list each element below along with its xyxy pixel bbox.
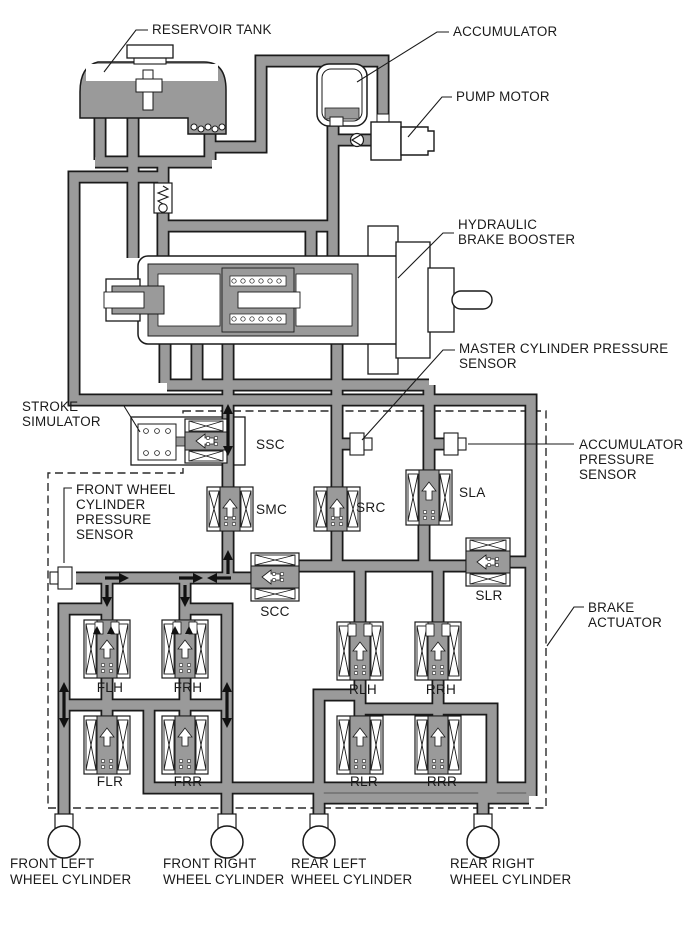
booster-spring-icon (231, 278, 282, 322)
label-reservoir-tank: RESERVOIR TANK (152, 22, 272, 37)
label-valve-flh: FLH (97, 680, 124, 695)
label-valve-rlh: RLH (349, 682, 377, 697)
label-valve-sla: SLA (459, 485, 486, 500)
label-wheel-fr-1: FRONT RIGHT (163, 856, 256, 871)
relief-valve (153, 182, 173, 214)
label-accumulator: ACCUMULATOR (453, 24, 558, 39)
label-valve-rrr: RRR (427, 774, 457, 789)
valve-slr (465, 537, 511, 587)
label-wheel-fr-2: WHEEL CYLINDER (163, 872, 284, 887)
leader-lines (63, 29, 584, 647)
accumulator-pressure-sensor (443, 432, 467, 456)
wheel-cylinder-rear-right (466, 813, 500, 859)
flow-arrow-icon (93, 626, 115, 634)
brake-actuator-boundary (47, 410, 547, 809)
label-pump-motor: PUMP MOTOR (456, 89, 550, 104)
label-wheel-fl-2: WHEEL CYLINDER (10, 872, 131, 887)
label-wheel-rl-2: WHEEL CYLINDER (291, 872, 412, 887)
flow-arrow-icon (179, 573, 203, 583)
flow-arrow-icon (102, 585, 112, 607)
valve-flr (83, 715, 131, 775)
flow-arrow-icon (59, 682, 69, 728)
label-stroke-sim-2: SIMULATOR (22, 414, 101, 429)
label-valve-smc: SMC (256, 502, 287, 517)
valve-frr (161, 715, 209, 775)
label-mc-sensor-2: SENSOR (459, 356, 517, 371)
label-mc-sensor-1: MASTER CYLINDER PRESSURE (459, 341, 668, 356)
check-valve (349, 132, 365, 148)
label-booster-1: HYDRAULIC (458, 217, 537, 232)
label-valve-flr: FLR (97, 774, 124, 789)
label-acc-sensor-2: PRESSURE (579, 452, 654, 467)
label-valve-src: SRC (356, 500, 386, 515)
label-valve-scc: SCC (260, 604, 290, 619)
labels: RESERVOIR TANK ACCUMULATOR PUMP MOTOR HY… (10, 22, 684, 887)
label-stroke-sim-1: STROKE (22, 399, 78, 414)
label-acc-sensor-1: ACCUMULATOR (579, 437, 684, 452)
master-cylinder-pressure-sensor (349, 432, 373, 456)
valve-rrr (414, 715, 462, 775)
label-fw-sensor-1: FRONT WHEEL (76, 482, 175, 497)
valve-flh (83, 619, 131, 679)
label-booster-2: BRAKE BOOSTER (458, 232, 575, 247)
flow-arrow-icon (180, 585, 190, 607)
label-valve-ssc: SSC (256, 437, 285, 452)
valve-scc (250, 552, 300, 602)
flow-arrow-icon (223, 404, 233, 456)
wheel-cylinder-rear-left (302, 813, 336, 859)
label-valve-rrh: RRH (426, 682, 456, 697)
label-wheel-fl-1: FRONT LEFT (10, 856, 94, 871)
label-wheel-rr-2: WHEEL CYLINDER (450, 872, 571, 887)
valve-src (313, 486, 361, 532)
label-fw-sensor-3: PRESSURE (76, 512, 151, 527)
pump-motor (370, 113, 435, 161)
flow-arrows (59, 404, 233, 728)
hydraulic-brake-booster (103, 225, 493, 375)
label-valve-frh: FRH (174, 680, 203, 695)
label-brake-actuator-1: BRAKE (588, 600, 634, 615)
label-brake-actuator-2: ACTUATOR (588, 615, 662, 630)
valve-frh (161, 619, 209, 679)
accumulator (316, 63, 368, 127)
valve-rrh (414, 621, 462, 681)
label-wheel-rl-1: REAR LEFT (291, 856, 366, 871)
valve-ssc (184, 418, 228, 464)
flow-arrow-icon (223, 550, 233, 574)
valve-sla (405, 469, 453, 526)
label-valve-rlr: RLR (350, 774, 378, 789)
flow-arrow-icon (105, 573, 129, 583)
flow-arrow-icon (171, 626, 193, 634)
wheel-cylinder-front-right (210, 813, 244, 859)
valve-smc (206, 486, 254, 532)
valve-rlr (336, 715, 384, 775)
front-wheel-pressure-sensor (49, 566, 73, 590)
reservoir-tank (79, 44, 227, 135)
flow-arrow-icon (207, 573, 231, 583)
tank-filter-icon (190, 123, 226, 133)
label-acc-sensor-3: SENSOR (579, 467, 637, 482)
wheel-cylinder-front-left (47, 813, 81, 859)
label-valve-slr: SLR (475, 588, 502, 603)
valve-rlh (336, 621, 384, 681)
label-fw-sensor-4: SENSOR (76, 527, 134, 542)
flow-arrow-icon (222, 682, 232, 728)
label-fw-sensor-2: CYLINDER (76, 497, 145, 512)
label-valve-frr: FRR (174, 774, 203, 789)
label-wheel-rr-1: REAR RIGHT (450, 856, 535, 871)
